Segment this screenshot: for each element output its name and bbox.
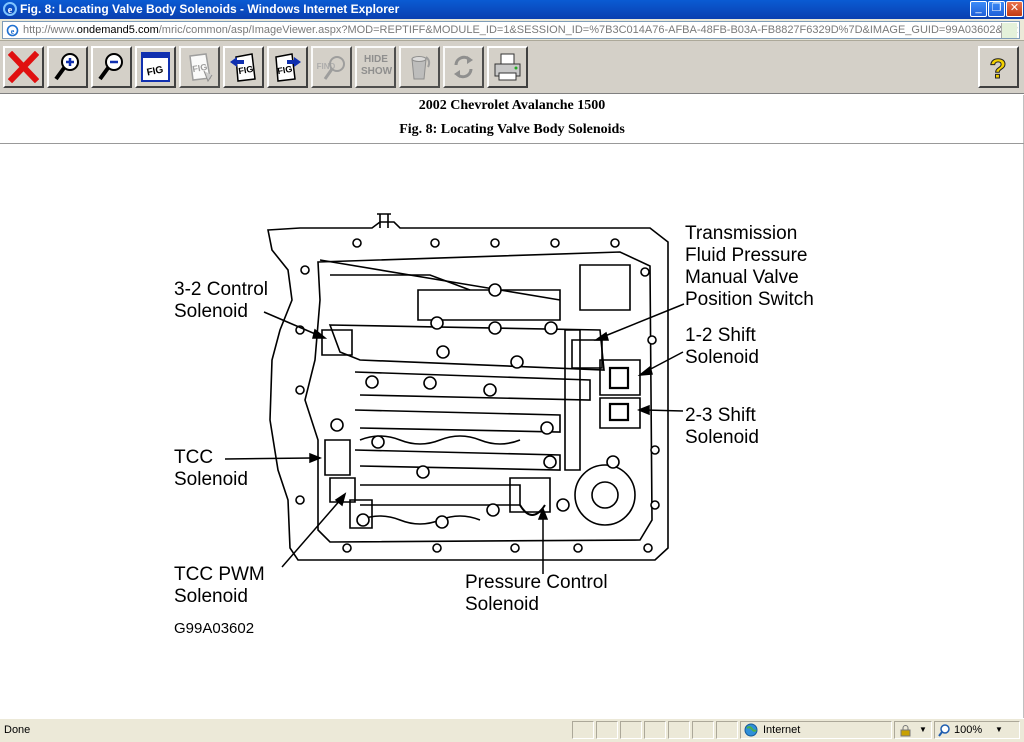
find-button[interactable]: FIND xyxy=(311,46,352,88)
status-text: Done xyxy=(4,724,31,736)
fig-select-button[interactable]: FIG xyxy=(179,46,220,88)
paint-bucket-icon xyxy=(411,56,431,80)
fig-window-button[interactable]: FIG xyxy=(135,46,176,88)
zoom-out-button[interactable] xyxy=(91,46,132,88)
paint-button[interactable] xyxy=(399,46,440,88)
document-area: 2002 Chevrolet Avalanche 1500 Fig. 8: Lo… xyxy=(0,95,1024,718)
valve-body-diagram xyxy=(224,213,685,574)
magnifier-plus-icon xyxy=(54,53,79,81)
refresh-button[interactable] xyxy=(443,46,484,88)
status-cell xyxy=(716,721,738,739)
title-bar: e Fig. 8: Locating Valve Body Solenoids … xyxy=(0,0,1024,19)
compatibility-icon[interactable] xyxy=(1001,23,1017,38)
protected-mode-button[interactable]: ▼ xyxy=(894,721,932,739)
restore-button[interactable]: ❐ xyxy=(988,1,1005,17)
fig-window-icon: FIG xyxy=(141,52,170,82)
zoom-icon xyxy=(938,724,950,737)
close-window-button[interactable]: ✕ xyxy=(1006,1,1023,17)
svg-text:FIG: FIG xyxy=(277,64,294,76)
viewer-toolbar: FIG FIG FIG FIG FIND HIDE SH xyxy=(0,41,1024,94)
minimize-button[interactable]: _ xyxy=(970,1,987,17)
status-cell xyxy=(620,721,642,739)
status-bar: Done Internet ▼ 100% ▼ xyxy=(0,718,1024,742)
svg-text:FIND: FIND xyxy=(317,62,336,71)
close-viewer-button[interactable] xyxy=(3,46,44,88)
fig-back-icon: FIG xyxy=(230,53,256,82)
vehicle-heading: 2002 Chevrolet Avalanche 1500 xyxy=(418,98,606,113)
zoom-in-button[interactable] xyxy=(47,46,88,88)
next-fig-button[interactable]: FIG xyxy=(267,46,308,88)
image-code: G99A03602 xyxy=(174,620,255,637)
url-field[interactable]: e http://www.ondemand5.com/mric/common/a… xyxy=(2,21,1020,39)
previous-fig-button[interactable]: FIG xyxy=(223,46,264,88)
zoom-chevron-icon: ▼ xyxy=(995,725,1003,734)
find-icon: FIND xyxy=(317,56,345,80)
url-prefix: http://www. xyxy=(23,24,77,36)
magnifier-minus-icon xyxy=(98,53,123,81)
zoom-control[interactable]: 100% ▼ xyxy=(934,721,1020,739)
svg-text:e: e xyxy=(8,5,13,16)
security-zone[interactable]: Internet xyxy=(740,721,892,739)
page-icon: e xyxy=(6,24,19,37)
question-icon: ? xyxy=(989,53,1007,84)
svg-text:FIG: FIG xyxy=(238,64,255,76)
fig-hand-icon: FIG xyxy=(189,53,213,83)
refresh-icon xyxy=(454,55,473,79)
window-title: Fig. 8: Locating Valve Body Solenoids - … xyxy=(20,2,400,16)
hide-show-button[interactable]: HIDE SHOW xyxy=(355,46,396,88)
svg-text:FIG: FIG xyxy=(146,64,165,78)
show-label: SHOW xyxy=(361,66,393,77)
red-x-icon xyxy=(8,51,39,83)
zone-label: Internet xyxy=(763,724,801,736)
url-path: /mric/common/asp/ImageViewer.aspx?MOD=RE… xyxy=(158,24,1020,36)
figure-title: Fig. 8: Locating Valve Body Solenoids xyxy=(399,122,625,137)
print-button[interactable] xyxy=(487,46,528,88)
globe-icon xyxy=(744,723,758,737)
address-bar: e http://www.ondemand5.com/mric/common/a… xyxy=(0,19,1024,41)
printer-icon xyxy=(494,53,521,81)
fig-next-icon: FIG xyxy=(275,53,301,82)
hide-label: HIDE xyxy=(364,54,388,65)
help-button[interactable]: ? xyxy=(978,46,1019,88)
status-cell xyxy=(596,721,618,739)
svg-text:?: ? xyxy=(989,53,1006,83)
url-domain: ondemand5.com xyxy=(76,24,159,36)
status-cell xyxy=(692,721,714,739)
chevron-down-icon: ▼ xyxy=(919,725,927,734)
ie-logo-icon: e xyxy=(3,2,17,16)
zoom-level: 100% xyxy=(954,724,983,736)
header-divider xyxy=(0,143,1024,144)
status-cell xyxy=(572,721,594,739)
svg-text:e: e xyxy=(11,27,15,36)
status-cell xyxy=(644,721,666,739)
status-cell xyxy=(668,721,690,739)
lock-icon xyxy=(900,725,911,737)
hide-show-icon: HIDE SHOW xyxy=(361,54,393,78)
